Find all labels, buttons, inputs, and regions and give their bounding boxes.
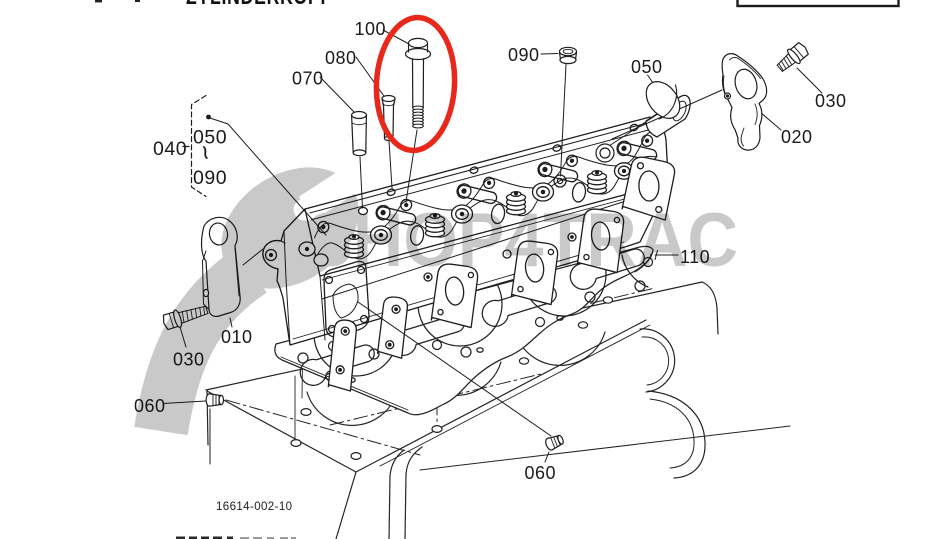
watermark-text: SHOP4TRAC: [306, 198, 738, 283]
callout-030-top-right: 030: [815, 91, 847, 111]
part-bolt-060-left: [205, 393, 225, 407]
part-bolt-030-top: [776, 42, 809, 72]
callout-020: 020: [781, 127, 813, 147]
highlight-ellipse: [373, 14, 458, 154]
cutoff-bottom-text: [176, 536, 296, 539]
cutoff-fragment-2: [135, 0, 140, 2]
callout-110: 110: [680, 247, 710, 267]
watermark: SHOP4TRAC: [134, 136, 738, 436]
callout-060-bottom: 060: [525, 463, 557, 483]
part-bolt-100: [404, 37, 432, 129]
group-bracket-040: [182, 94, 211, 198]
callout-010: 010: [221, 327, 253, 347]
cutoff-fragment-1: [95, 0, 102, 3]
rocker-straps: [375, 140, 664, 246]
front-face-tabs: [327, 156, 676, 392]
part-plug-050: [645, 81, 681, 120]
part-cap-090: [558, 46, 578, 65]
part-bracket-020: [721, 53, 768, 151]
head-top-face-detail: [309, 122, 664, 260]
callout-070: 070: [292, 69, 324, 89]
callout-100: 100: [355, 19, 387, 39]
page-furniture: ZYLINDERKOPF 16614-002-10: [95, 0, 900, 539]
cutoff-title: ZYLINDERKOPF: [186, 0, 332, 9]
cutoff-table-box: [736, 0, 900, 8]
drawing-number: 16614-002-10: [216, 501, 292, 513]
part-guide-070: [351, 110, 368, 157]
callout-040: 040: [153, 138, 187, 160]
callout-040-range-separator: ~: [189, 141, 222, 164]
callout-040-range-start: 050: [193, 127, 227, 149]
callout-080: 080: [325, 48, 357, 68]
callout-050-right: 050: [631, 57, 663, 77]
part-bolt-060-bottom: [545, 434, 564, 451]
callout-040-range-end: 090: [193, 167, 227, 189]
valve-springs: [343, 169, 608, 259]
callout-090-top: 090: [508, 45, 540, 65]
wrench-swoosh-icon: [134, 136, 407, 436]
